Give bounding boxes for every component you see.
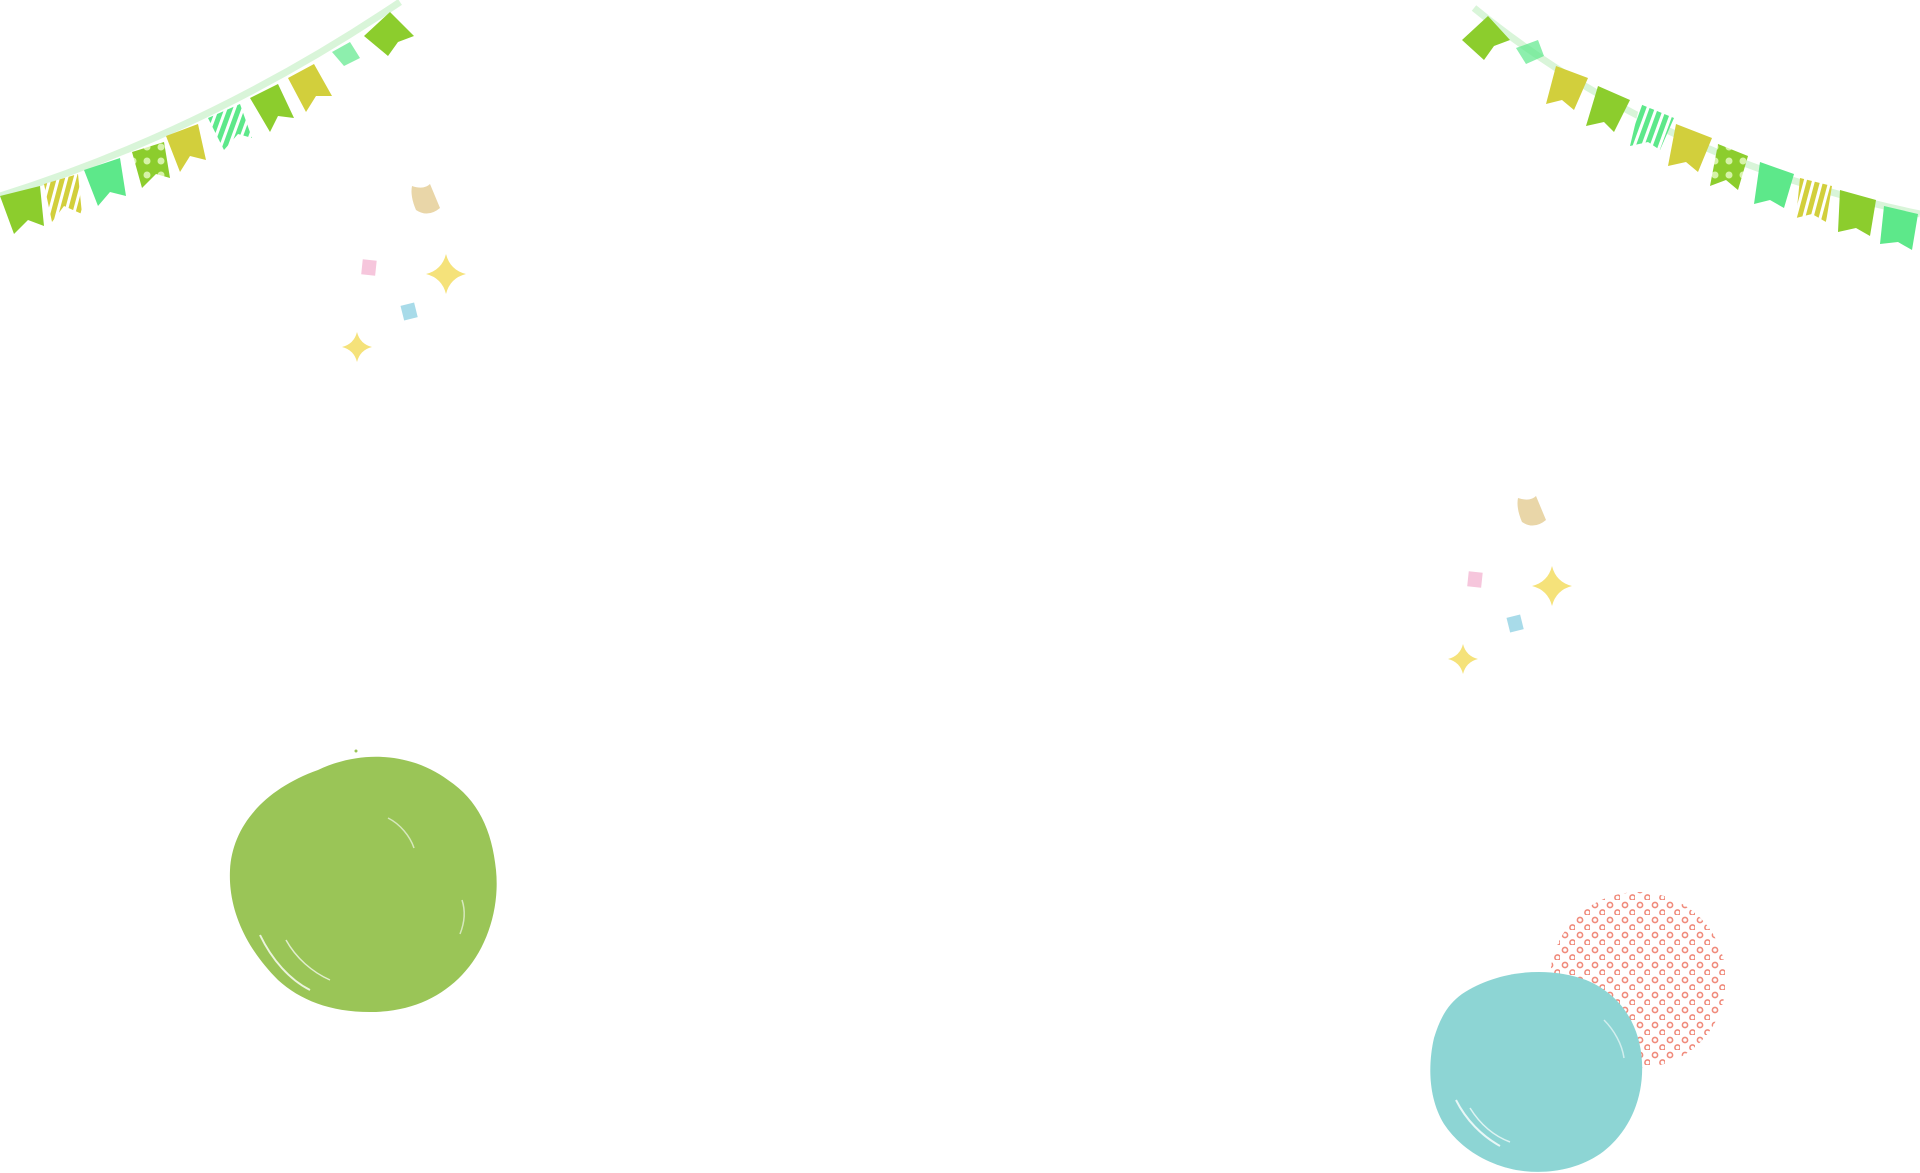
bunting-flags-icon: [0, 12, 414, 234]
confetti-tan: [411, 184, 440, 214]
sparkle-large: [426, 254, 466, 294]
confetti-sparkles-icon: [1448, 496, 1572, 674]
paint-circle-icon: [1430, 971, 1643, 1172]
bunting-string: [1471, 5, 1920, 218]
sparkle-small: [342, 332, 372, 362]
bunting-string: [0, 0, 402, 200]
confetti-blue: [400, 302, 418, 321]
teal-blob: [1430, 971, 1643, 1172]
confetti-sparkles-icon: [342, 184, 466, 362]
green-blob: [229, 756, 497, 1012]
right-bunting: [1462, 5, 1920, 250]
bunting-flags-icon: [1462, 16, 1918, 250]
confetti-blue: [1506, 614, 1524, 633]
left-bunting: [0, 0, 414, 234]
confetti-pink: [1467, 571, 1483, 588]
confetti-tan: [1517, 496, 1546, 526]
sparkle-small: [1448, 644, 1478, 674]
confetti-pink: [361, 259, 377, 276]
sparkle-large: [1532, 566, 1572, 606]
paint-circle-icon: [229, 749, 497, 1012]
